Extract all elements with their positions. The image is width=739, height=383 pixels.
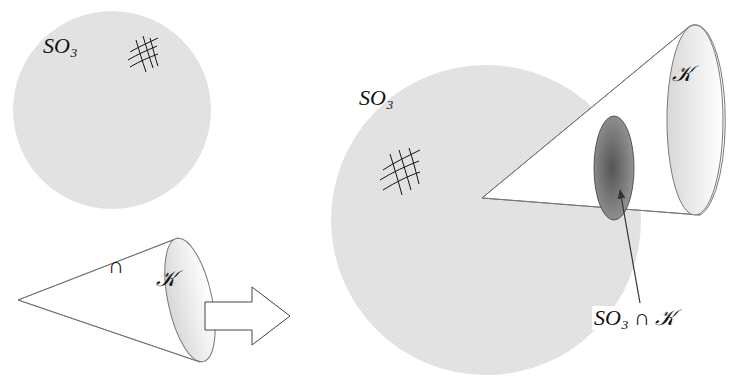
intersection-region (594, 116, 634, 220)
sphere (13, 11, 211, 209)
hatch-mark (128, 36, 158, 72)
region-label: SO₃ (43, 35, 78, 57)
region-label: 𝒦 (672, 63, 692, 85)
intersection-symbol: ∩ (106, 254, 126, 278)
region-label: SO₃ (359, 87, 394, 109)
hatch-mark (380, 148, 420, 195)
block-arrow (205, 287, 290, 345)
leader-line (620, 190, 640, 303)
region-label: 𝒦 (156, 268, 176, 290)
callout-label: SO₃ ∩ 𝒦 (592, 306, 677, 330)
cone-region: 𝒦 (482, 25, 727, 217)
sphere-region: SO₃ (13, 11, 211, 209)
